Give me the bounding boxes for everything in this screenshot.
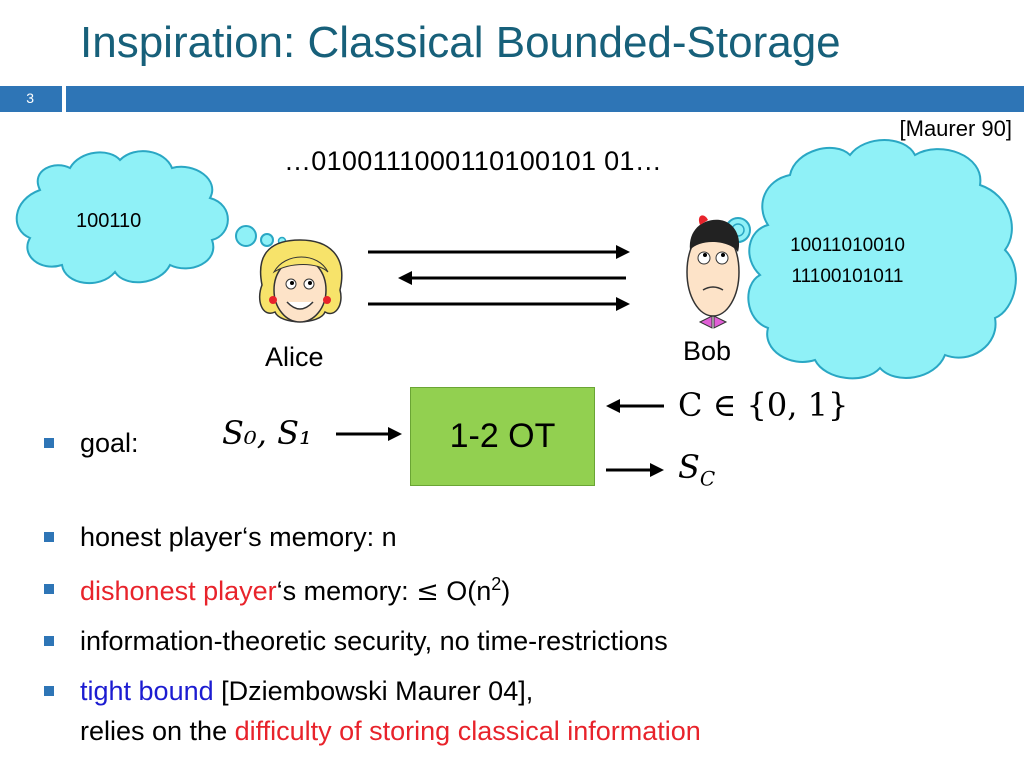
bullet-text: goal:: [80, 428, 139, 458]
alice-thought-cloud: [15, 150, 287, 285]
title-underline-bar: [66, 86, 1024, 112]
bullet-marker: [44, 532, 54, 542]
bob-thought-text: 10011010010 11100101011: [780, 230, 915, 292]
bullet-continuation: relies on the difficulty of storing clas…: [80, 716, 701, 747]
slide-number-bar: 3: [0, 86, 62, 112]
bob-thought-cloud: [725, 139, 1017, 380]
exponent: 2: [491, 574, 502, 594]
bullet-text: information-theoretic security, no time-…: [80, 626, 668, 656]
bob-thought-line-1: 10011010010: [790, 235, 905, 256]
ot-output: SC: [678, 448, 715, 490]
bullet-marker: [44, 686, 54, 696]
slide-title: Inspiration: Classical Bounded-Storage: [80, 18, 841, 67]
citation-text: [Dziembowski Maurer 04],: [213, 676, 534, 706]
bit-stream: …0100111000110100101 01…: [284, 146, 663, 176]
relies-text: relies on the: [80, 716, 235, 746]
bullet-text: tight bound [Dziembowski Maurer 04],: [80, 676, 533, 707]
dishonest-player-text: dishonest player: [80, 576, 277, 606]
ot-output-subscript: C: [699, 466, 716, 491]
ot-output-symbol: S: [678, 448, 700, 486]
difficulty-text: difficulty of storing classical informat…: [234, 716, 701, 746]
bob-avatar: [686, 215, 740, 329]
big-o-text: O(n: [438, 576, 492, 606]
alice-avatar: [258, 239, 343, 323]
memory-text: ‘s memory:: [276, 576, 417, 606]
message-arrows: [368, 245, 630, 311]
slide-number: 3: [26, 90, 34, 106]
leq-symbol: ≤: [416, 576, 439, 607]
tight-bound-text: tight bound: [80, 676, 214, 706]
ot-inputs: S₀, S₁: [222, 414, 312, 452]
bullet-marker: [44, 584, 54, 594]
bullet-text: honest player‘s memory: n: [80, 522, 397, 552]
bob-thought-line-2: 11100101011: [791, 266, 904, 287]
alice-label: Alice: [265, 342, 324, 372]
bullet-marker: [44, 636, 54, 646]
bullet-text: dishonest player‘s memory: ≤ O(n2): [80, 574, 510, 607]
citation: [Maurer 90]: [899, 116, 1013, 141]
alice-thought-text: 100110: [76, 210, 142, 232]
close-paren: ): [501, 576, 511, 606]
ot-box: 1-2 OT: [410, 387, 595, 486]
bob-label: Bob: [683, 336, 732, 366]
ot-arrows: [336, 399, 664, 477]
bullet-marker: [44, 438, 54, 448]
ot-choice: C ∈ {0, 1}: [678, 386, 849, 424]
